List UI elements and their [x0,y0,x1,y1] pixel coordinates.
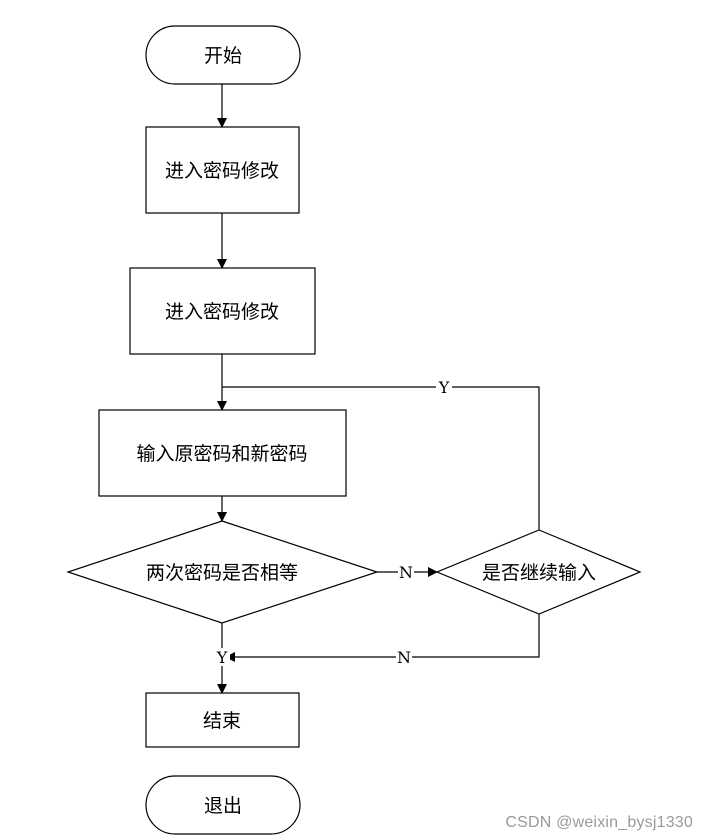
step3-label: 输入原密码和新密码 [136,443,307,465]
step-enter-password-change-2: 进入密码修改 [129,267,316,355]
decision-continue-label: 是否继续输入 [482,562,596,584]
label-continue-yes: Y [438,378,450,397]
decision-equal-label: 两次密码是否相等 [146,562,298,584]
edge-continue-yes [222,386,540,530]
step2-label: 进入密码修改 [165,301,279,323]
label-continue-no: N [397,648,411,667]
label-equal-yes: Y [216,648,228,667]
end-node: 结束 [145,692,300,748]
step1-label: 进入密码修改 [165,160,279,182]
decision-passwords-equal: 两次密码是否相等 [66,520,379,624]
label-equal-no: N [399,563,413,582]
watermark-text: CSDN @weixin_bysj1330 [505,814,693,831]
step-input-passwords: 输入原密码和新密码 [98,409,347,497]
start-label: 开始 [204,45,242,67]
step-enter-password-change-1: 进入密码修改 [145,126,300,214]
decision-continue-input: 是否继续输入 [435,529,642,615]
exit-label: 退出 [204,795,242,817]
edge-continue-no [225,614,540,662]
exit-node: 退出 [145,775,301,835]
start-node: 开始 [145,25,301,85]
end-label: 结束 [203,710,241,732]
